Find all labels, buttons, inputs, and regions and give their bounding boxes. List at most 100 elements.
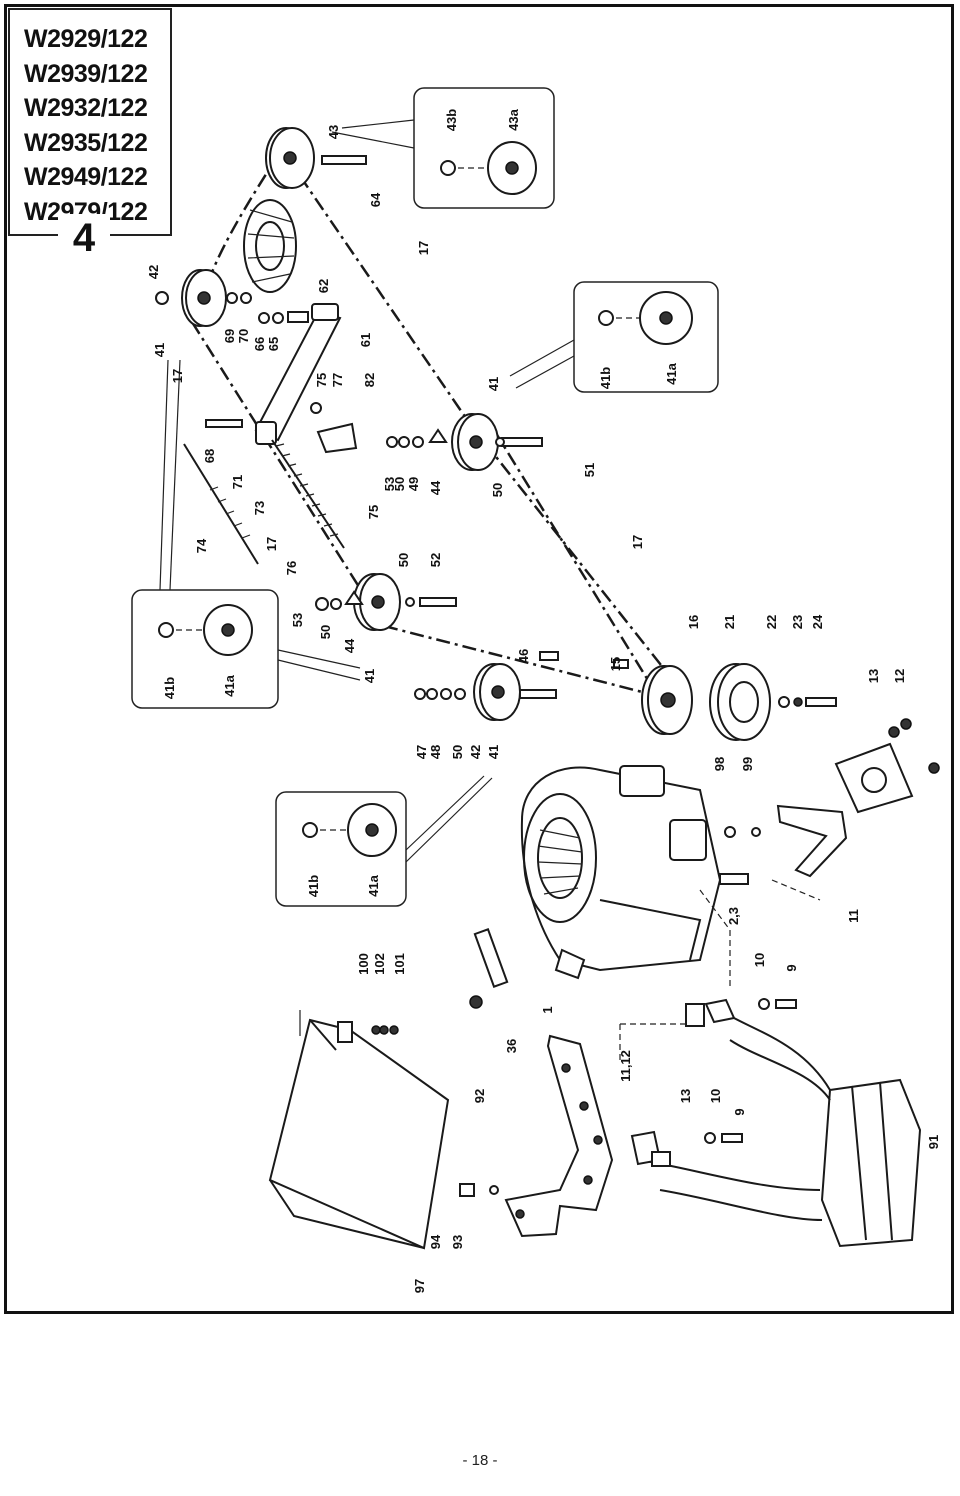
- callout-c9a: 9: [784, 964, 799, 971]
- callout-c41b2: 41b: [162, 677, 177, 699]
- callout-c23b: 2,3: [726, 907, 741, 925]
- callout-c53a: 53: [382, 477, 397, 491]
- callout-c70: 70: [236, 329, 251, 343]
- callout-c68: 68: [202, 449, 217, 463]
- mount-bracket: [719, 718, 940, 885]
- callout-c66: 66: [252, 337, 267, 351]
- callout-c22: 22: [764, 615, 779, 629]
- rod: [183, 443, 259, 565]
- callout-c43a: 43a: [506, 108, 521, 130]
- callout-c41a2: 41a: [222, 674, 237, 696]
- callout-c61: 61: [358, 333, 373, 347]
- model-number: W2939/122: [24, 59, 148, 88]
- callout-c43: 43: [326, 125, 341, 139]
- inset-41-right: [573, 281, 719, 393]
- callout-c46: 46: [516, 649, 531, 663]
- callout-c91: 91: [926, 1135, 941, 1149]
- diagram-frame: [4, 4, 954, 1314]
- callout-c10a: 10: [752, 953, 767, 967]
- callout-c75a: 75: [314, 373, 329, 387]
- callout-c41a1: 41a: [664, 362, 679, 384]
- model-number: W2929/122: [24, 25, 148, 53]
- callout-c65: 65: [266, 337, 281, 351]
- callout-c11: 11: [846, 909, 861, 923]
- tension-arm: [205, 303, 358, 454]
- callout-c97: 97: [412, 1279, 427, 1293]
- callout-c74: 74: [194, 538, 209, 553]
- callout-c92: 92: [472, 1089, 487, 1103]
- pulley-41-bottom: [414, 651, 559, 721]
- callout-c12: 12: [892, 669, 907, 683]
- callout-c44a: 44: [428, 480, 443, 495]
- inset-43: [413, 87, 555, 209]
- callout-c51: 51: [582, 463, 597, 477]
- clutch-assembly: [613, 659, 837, 741]
- pulley-41-upper: [155, 269, 309, 327]
- cover-plate: [268, 1018, 450, 1250]
- model-number: W2932/122: [24, 94, 148, 122]
- callout-c41c: 41: [362, 669, 377, 683]
- callout-c64: 64: [368, 192, 383, 207]
- callout-c21: 21: [722, 615, 737, 629]
- callout-c73: 73: [252, 501, 267, 515]
- callout-c82: 82: [362, 373, 377, 387]
- callout-c41a3: 41a: [366, 874, 381, 896]
- callout-c17c: 17: [264, 537, 279, 551]
- callout-c48: 48: [428, 745, 443, 759]
- callout-c47: 47: [414, 745, 429, 759]
- callout-c76: 76: [284, 561, 299, 575]
- callout-c24: 24: [810, 614, 825, 629]
- model-number: W2935/122: [24, 128, 148, 157]
- callout-c94: 94: [428, 1234, 443, 1249]
- callout-c36: 36: [504, 1039, 519, 1053]
- pulley-41-middle: [386, 413, 543, 471]
- callout-c44b: 44: [342, 638, 357, 653]
- callout-c41top: 41: [152, 343, 167, 357]
- callout-c10b: 10: [708, 1089, 723, 1103]
- callout-c100: 100: [356, 953, 371, 975]
- callout-c43b: 43b: [444, 109, 459, 131]
- callout-c50d: 50: [318, 625, 333, 639]
- callout-c17a: 17: [170, 369, 185, 383]
- callout-c62: 62: [316, 279, 331, 293]
- inset-41-lower: [275, 791, 407, 907]
- callout-c1112: 11,12: [618, 1050, 633, 1082]
- engine: [520, 765, 722, 980]
- callout-c41mid: 41: [486, 377, 501, 391]
- callout-c50e: 50: [450, 745, 465, 759]
- fan-wheel: [243, 199, 297, 293]
- callout-c41d: 41: [486, 745, 501, 759]
- dipstick: [469, 928, 509, 1009]
- callout-c71: 71: [230, 475, 245, 489]
- inset-41-left: [131, 589, 279, 709]
- callout-c17b: 17: [416, 241, 431, 255]
- model-number-box: W2929/122 W2939/122 W2932/122 W2935/122 …: [8, 8, 172, 236]
- callout-c23: 23: [790, 615, 805, 629]
- callout-c53b: 53: [290, 613, 305, 627]
- callout-c9b: 9: [732, 1108, 747, 1115]
- belt-17-left: [190, 321, 368, 599]
- callout-c1: 1: [540, 1006, 555, 1013]
- callout-c49: 49: [406, 477, 421, 491]
- callout-c101: 101: [392, 953, 407, 975]
- callout-c50c: 50: [396, 553, 411, 567]
- callout-c102: 102: [372, 953, 387, 975]
- callout-c16: 16: [686, 615, 701, 629]
- callout-c52: 52: [428, 553, 443, 567]
- callout-c41b3: 41b: [306, 875, 321, 897]
- callout-c93: 93: [450, 1235, 465, 1249]
- callout-c98: 98: [712, 757, 727, 771]
- callout-c13a: 13: [866, 669, 881, 683]
- callout-c50a: 50: [392, 477, 407, 491]
- belt-17-lower: [383, 624, 651, 696]
- page-number: - 18 -: [462, 1452, 498, 1469]
- section-number: 4: [58, 214, 110, 262]
- pulley-43: [265, 127, 367, 189]
- muffler-assembly: [630, 998, 922, 1248]
- callout-c42: 42: [146, 265, 161, 279]
- callout-c75b: 75: [366, 505, 381, 519]
- callout-c77: 77: [330, 373, 345, 387]
